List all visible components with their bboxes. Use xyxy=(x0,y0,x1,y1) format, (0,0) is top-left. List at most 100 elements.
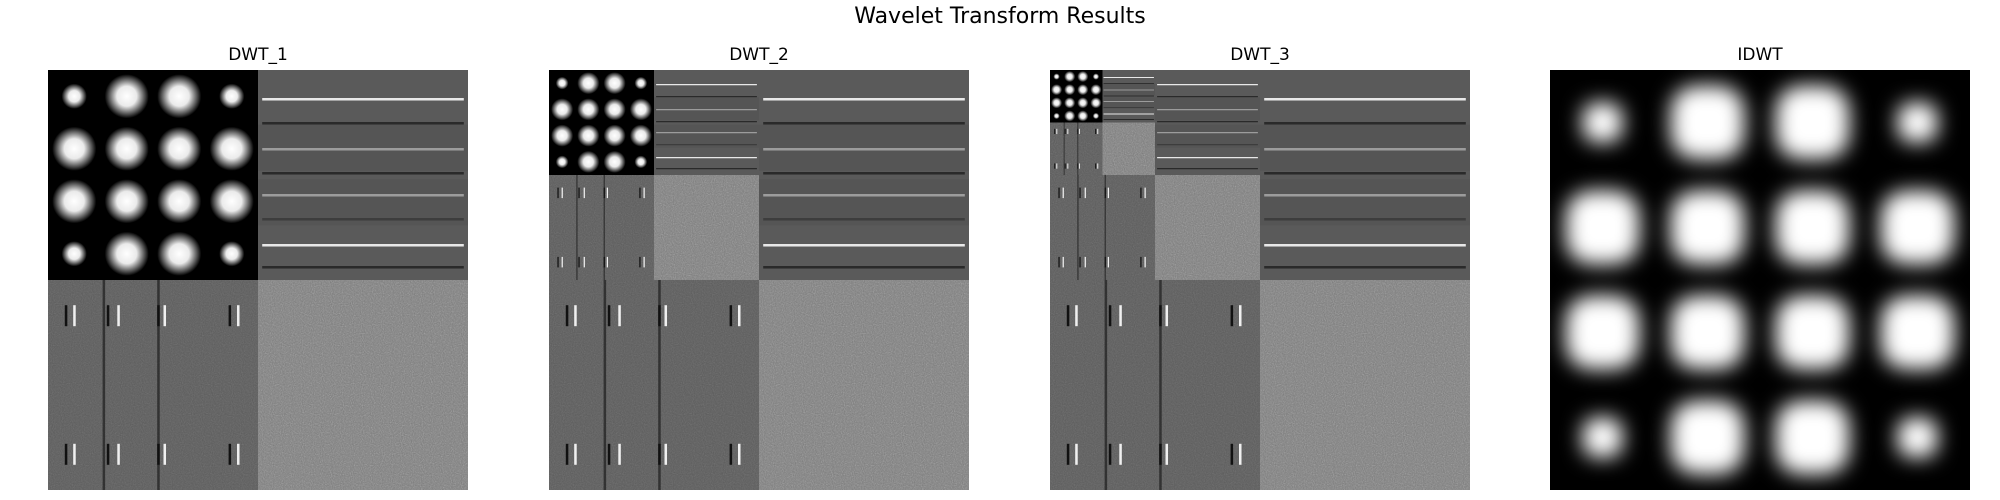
blob xyxy=(104,126,149,171)
blob xyxy=(603,124,626,147)
dwt-2-image xyxy=(549,70,969,490)
blob xyxy=(1077,84,1089,96)
edge-stroke xyxy=(1119,443,1122,465)
edge-line xyxy=(656,121,757,123)
blob xyxy=(104,179,149,224)
edge-stroke xyxy=(237,443,240,465)
corner-blob xyxy=(634,155,648,169)
blob xyxy=(577,124,600,147)
edge-stroke xyxy=(1062,187,1064,199)
edge-stroke xyxy=(228,305,232,327)
dwt-3-image xyxy=(1050,70,1470,490)
edge-stroke xyxy=(1095,163,1097,169)
edge-stroke xyxy=(618,305,621,327)
edge-stroke xyxy=(1140,187,1142,199)
blob xyxy=(1880,295,1955,370)
blob xyxy=(1077,110,1089,122)
edge-stroke xyxy=(606,256,609,268)
blob xyxy=(1565,295,1640,370)
edge-stroke xyxy=(607,305,611,327)
noise-texture xyxy=(1102,122,1155,175)
corner-blob xyxy=(1582,102,1623,143)
edge-stroke xyxy=(639,187,641,199)
coefficient-layout xyxy=(549,70,969,490)
blob xyxy=(1064,110,1076,122)
edge-stroke xyxy=(561,256,563,268)
edge-stroke xyxy=(574,305,577,327)
edge-stroke xyxy=(738,305,741,327)
edge-stroke xyxy=(1165,443,1169,465)
corner-blob xyxy=(219,241,245,267)
edge-stroke xyxy=(561,187,563,199)
edge-stroke xyxy=(557,187,559,199)
image-axes xyxy=(1550,70,1970,490)
edge-stroke xyxy=(557,256,559,268)
edge-line xyxy=(262,172,464,175)
blob xyxy=(1077,71,1089,83)
edge-stroke xyxy=(1056,163,1058,169)
edge-stroke xyxy=(565,305,569,327)
image-axes xyxy=(549,70,969,490)
edge-line xyxy=(763,122,965,125)
edge-stroke xyxy=(1108,443,1112,465)
edge-stroke xyxy=(64,443,68,465)
horizontal-detail xyxy=(654,70,759,175)
blob xyxy=(1064,97,1076,109)
edge-stroke xyxy=(1075,305,1078,327)
noise-texture xyxy=(654,175,759,280)
edge-stroke xyxy=(1140,256,1142,268)
blob xyxy=(209,126,254,171)
corner-blob xyxy=(1092,112,1100,120)
corner-blob xyxy=(1053,112,1060,120)
edge-stroke xyxy=(1067,163,1069,169)
edge-stroke xyxy=(73,443,76,465)
edge-line xyxy=(1157,84,1258,86)
corner-blob xyxy=(1897,417,1938,458)
noise-texture xyxy=(1155,175,1260,280)
blob xyxy=(1051,84,1063,96)
edge-line xyxy=(1103,83,1154,84)
edge-line xyxy=(763,98,965,101)
edge-stroke xyxy=(1058,187,1060,199)
blob xyxy=(1565,190,1640,265)
edge-stroke xyxy=(1119,305,1122,327)
blob xyxy=(577,72,600,95)
panel-dwt-3: DWT_3 xyxy=(1050,44,1470,490)
edge-stroke xyxy=(643,256,645,268)
edge-line xyxy=(763,172,965,175)
edge-stroke xyxy=(1097,128,1099,135)
edge-stroke xyxy=(607,443,611,465)
edge-stroke xyxy=(565,443,569,465)
blob xyxy=(1077,97,1089,109)
image-axes xyxy=(1050,70,1470,490)
figure-title: Wavelet Transform Results xyxy=(854,4,1146,29)
blob xyxy=(629,124,652,147)
blob xyxy=(603,150,626,173)
edge-stroke xyxy=(1165,305,1169,327)
edge-stroke xyxy=(729,305,733,327)
edge-stroke xyxy=(1067,128,1069,135)
dwt-1-image xyxy=(48,70,468,490)
edge-stroke xyxy=(1084,187,1086,199)
edge-line xyxy=(1157,96,1258,98)
edge-stroke xyxy=(228,443,232,465)
blob xyxy=(104,74,149,119)
corner-blob xyxy=(1092,73,1100,80)
edge-stroke xyxy=(664,305,668,327)
horizontal-detail xyxy=(759,70,969,280)
blob xyxy=(577,150,600,173)
panel-title: IDWT xyxy=(1737,45,1783,65)
edge-line xyxy=(262,122,464,125)
noise-texture xyxy=(258,280,468,490)
noise-texture xyxy=(759,280,969,490)
corner-blob xyxy=(1053,73,1060,80)
edge-stroke xyxy=(1097,163,1099,169)
edge-line xyxy=(1157,121,1258,123)
blob xyxy=(629,98,652,121)
blob xyxy=(52,126,97,171)
edge-stroke xyxy=(1054,163,1056,169)
edge-stroke xyxy=(1064,163,1066,169)
edge-stroke xyxy=(1066,305,1070,327)
edge-stroke xyxy=(237,305,240,327)
horizontal-detail xyxy=(1155,70,1260,175)
